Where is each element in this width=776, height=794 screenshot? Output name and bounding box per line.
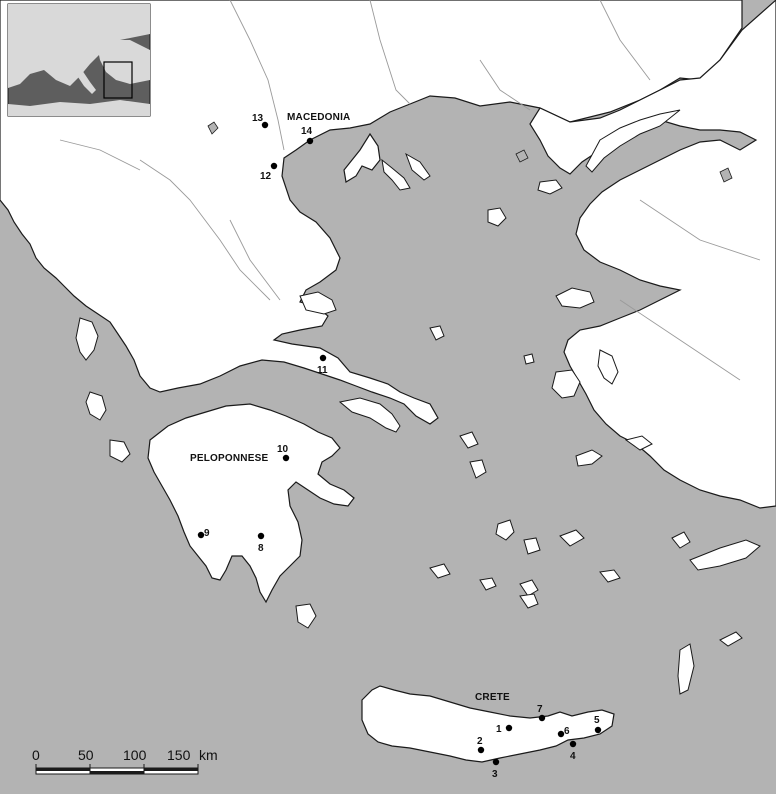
scale-label-100: 100 [123,747,147,763]
crete [361,685,615,763]
inset-locator-box [103,61,133,99]
scale-bar-seg-2 [90,771,144,774]
thrace-anatolia [529,0,776,509]
site-marker-3 [492,758,500,766]
halkidiki [343,132,381,183]
site-label-8: 8 [258,543,264,554]
halkidiki-mid [381,158,411,191]
site-label-5: 5 [594,715,600,726]
site-label-12: 12 [260,171,272,182]
site-marker-7 [538,714,546,722]
scale-bar-seg-3 [144,768,198,771]
inset-land [8,4,150,88]
site-marker-14 [306,137,314,145]
inset-map [7,3,151,117]
site-marker-2 [477,746,485,754]
site-label-4: 4 [570,751,576,762]
site-label-13: 13 [252,113,264,124]
halkidiki-east [405,152,431,181]
site-marker-1 [505,724,513,732]
site-label-2: 2 [477,736,483,747]
inset-italy [74,60,96,94]
site-label-11: 11 [317,365,328,376]
region-label-macedonia: MACEDONIA [287,112,350,123]
site-marker-6 [557,730,565,738]
site-marker-9 [197,531,205,539]
site-labels: 1 2 3 4 5 6 7 8 9 10 11 12 13 14 [204,113,600,780]
site-markers [197,121,602,766]
lakes [207,121,733,183]
region-label-crete: CRETE [475,692,510,703]
mainland-balkans [0,0,743,425]
scale-label-unit: km [199,747,218,763]
scale-label-150: 150 [167,747,191,763]
site-label-3: 3 [492,769,498,780]
site-label-9: 9 [204,528,210,539]
region-label-peloponnese: PELOPONNESE [190,453,268,464]
site-marker-8 [257,532,265,540]
inset-africa [8,100,150,116]
site-label-7: 7 [537,704,543,715]
scale-label-50: 50 [78,747,94,763]
peloponnese [147,403,355,604]
site-marker-5 [594,726,602,734]
scale-bar-seg-1 [36,768,90,771]
site-marker-13 [261,121,269,129]
site-marker-12 [270,162,278,170]
scale-label-0: 0 [32,747,40,763]
site-label-10: 10 [277,444,289,455]
scale-bar: 0 50 100 150 km [32,747,218,775]
site-label-6: 6 [564,726,570,737]
rivers [59,0,761,381]
islands [75,179,761,695]
site-marker-4 [569,740,577,748]
site-marker-11 [319,354,327,362]
site-label-1: 1 [496,724,502,735]
site-label-14: 14 [301,126,313,137]
site-marker-10 [282,454,290,462]
gallipoli [585,109,681,173]
